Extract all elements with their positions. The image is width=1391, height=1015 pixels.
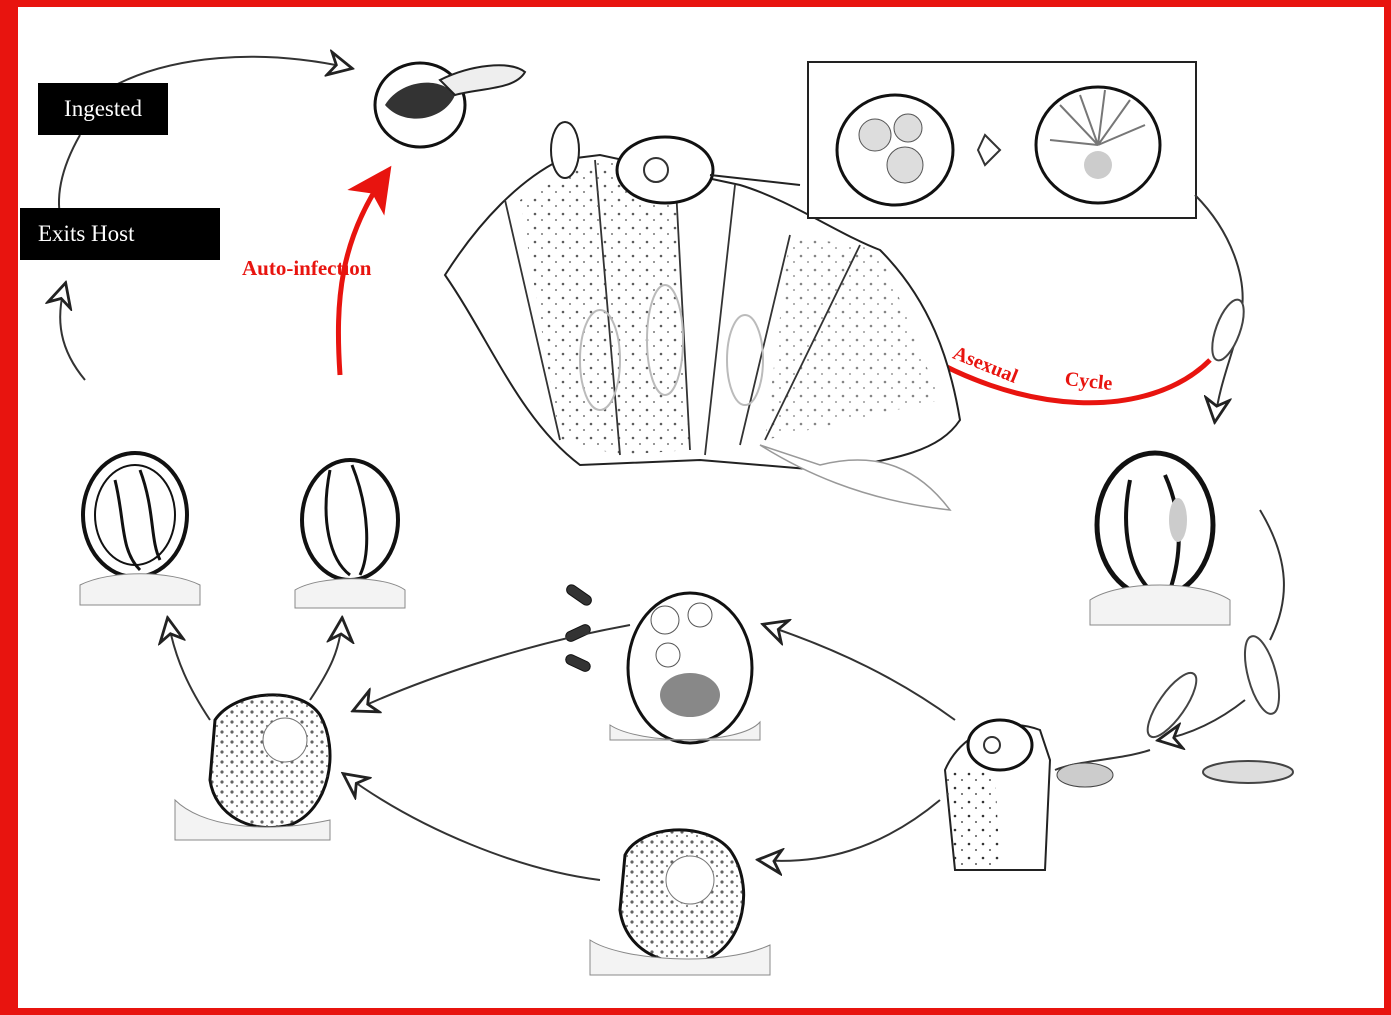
sporozoite-icons <box>1140 633 1293 783</box>
exits-host-label: Exits Host <box>20 208 220 260</box>
trophozoite-icon <box>945 720 1150 870</box>
excystation-arrow <box>1260 510 1284 640</box>
zygote-icon <box>175 695 330 840</box>
ingested-oocyst-icon <box>375 63 525 147</box>
excysting-oocyst-icon <box>1090 453 1230 625</box>
merozoite-icon <box>1206 296 1250 364</box>
ingested-label-text: Ingested <box>64 96 142 122</box>
ingested-label: Ingested <box>38 83 168 135</box>
type-one-meront-icon <box>610 593 760 743</box>
microgamete-icon <box>564 583 593 673</box>
type-two-meront-icon <box>590 830 770 975</box>
thick-walled-oocyst-icon <box>80 453 200 605</box>
thin-walled-oocyst-icon <box>295 460 405 608</box>
auto-infection-label: Auto-infection <box>242 256 372 281</box>
meront-inset <box>808 62 1196 218</box>
cycle-label: Cycle <box>1064 368 1114 396</box>
exits-host-label-text: Exits Host <box>38 221 134 247</box>
